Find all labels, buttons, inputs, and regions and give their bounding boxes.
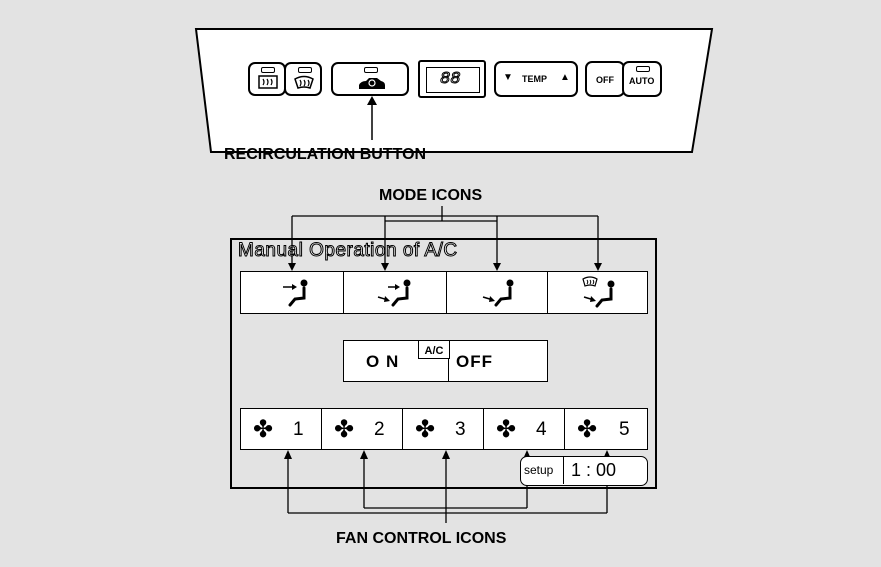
fan-level-4-button[interactable]: ✤ 4 [483,408,565,450]
fan-icon: ✤ [334,416,355,443]
fan-level-label: 4 [536,419,547,440]
indicator-light [261,67,275,73]
fan-level-5-button[interactable]: ✤ 5 [564,408,648,450]
temperature-display: 88 [418,60,486,98]
ac-screen [230,238,657,489]
ac-off-label[interactable]: OFF [456,352,493,371]
indicator-light [636,66,650,72]
fan-level-1-button[interactable]: ✤ 1 [240,408,322,450]
recirculation-car-icon [359,78,385,89]
temp-label: TEMP [522,74,548,84]
off-button[interactable]: OFF [585,61,625,97]
off-label: OFF [596,75,614,85]
temp-up-icon[interactable]: ▲ [560,72,570,83]
mode-icons-label: MODE ICONS [379,187,483,204]
fan-icon: ✤ [496,416,517,443]
fan-level-2-button[interactable]: ✤ 2 [321,408,403,450]
mode-face-button[interactable] [240,271,344,314]
temp-down-icon[interactable]: ▼ [503,72,513,83]
fan-level-label: 5 [619,419,630,440]
mode-bilevel-button[interactable] [343,271,447,314]
temp-button[interactable]: ▼ TEMP ▲ [494,61,578,97]
fan-level-label: 1 [293,419,304,440]
indicator-light [298,67,312,73]
fan-control-label: FAN CONTROL ICONS [336,530,507,547]
fan-level-label: 3 [455,419,466,440]
auto-button[interactable]: AUTO [622,61,662,97]
fan-icon: ✤ [577,416,598,443]
rear-defrost-icon [258,75,278,89]
front-defrost-button[interactable] [284,62,322,96]
rear-defrost-button[interactable] [248,62,286,96]
fan-icon: ✤ [415,416,436,443]
display-digits: 88 [439,70,461,90]
auto-label: AUTO [629,76,655,86]
ac-toggle[interactable]: O N OFF A/C [343,340,548,382]
mode-floor-defrost-icon [582,276,615,308]
setup-clock[interactable]: setup 1 : 00 [520,456,648,486]
mode-floor-icon [482,279,514,307]
ac-tag-label: A/C [424,345,444,357]
fan-level-label: 2 [374,419,385,440]
mode-face-icon [283,279,308,307]
mode-bilevel-icon [377,279,411,307]
screen-title: Manual Operation of A/C [238,240,458,262]
setup-button[interactable]: setup [524,463,554,477]
fan-icon: ✤ [253,416,274,443]
mode-floor-button[interactable] [446,271,548,314]
mode-floor-defrost-button[interactable] [547,271,648,314]
fan-level-3-button[interactable]: ✤ 3 [402,408,484,450]
ac-on-label[interactable]: O N [366,352,400,371]
recirculation-button[interactable] [331,62,409,96]
windshield-defrost-icon [294,75,314,89]
recirculation-label: RECIRCULATION BUTTON [224,146,427,163]
clock-display: 1 : 00 [571,460,617,480]
ac-tag: A/C [418,341,450,359]
indicator-light [364,67,378,73]
